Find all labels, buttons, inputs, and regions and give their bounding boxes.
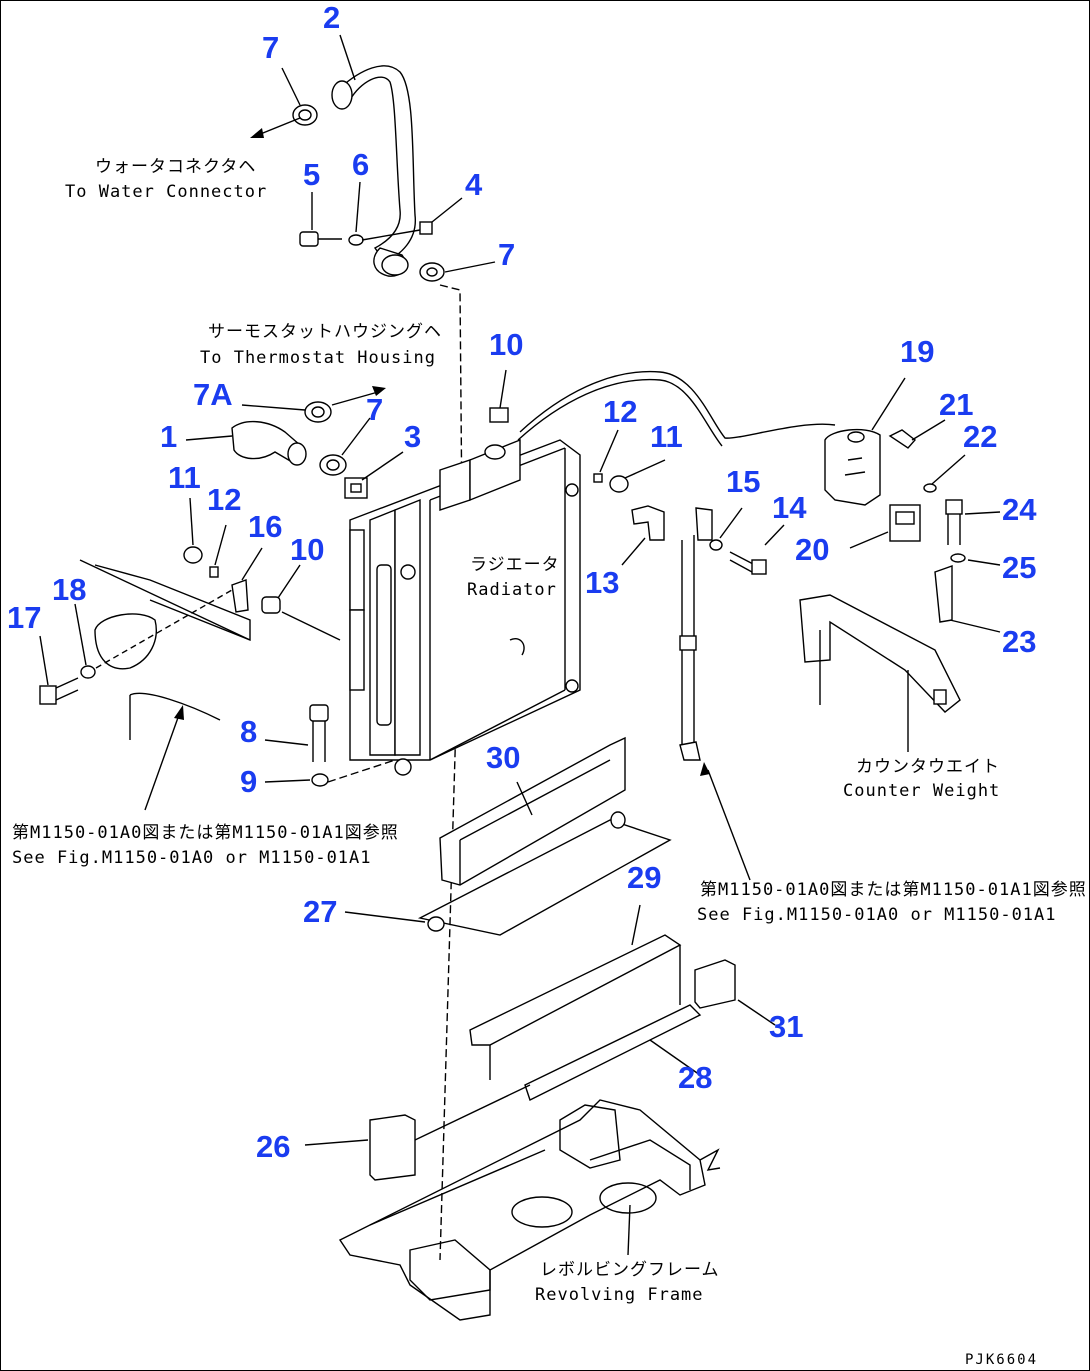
callout-15: 15 (726, 464, 760, 499)
callout-5: 5 (303, 157, 320, 192)
callout-18: 18 (52, 572, 86, 607)
callout-6: 6 (352, 147, 369, 182)
drawing-code: PJK6604 (965, 1352, 1038, 1368)
callout-10-left: 10 (290, 532, 324, 567)
callout-12-left: 12 (207, 482, 241, 517)
callout-16: 16 (248, 509, 282, 544)
label-seefig-right-en: See Fig.M1150-01A0 or M1150-01A1 (697, 905, 1057, 925)
nut-11-right (609, 475, 629, 493)
callout-14: 14 (772, 490, 807, 525)
callout-24: 24 (1002, 492, 1037, 527)
label-water-jp: ウォータコネクタヘ (95, 157, 256, 177)
reserve-tank-19 (824, 428, 881, 506)
bolt-10-left (261, 596, 281, 614)
bolt-10-top (489, 407, 509, 423)
bolt-14 (729, 551, 767, 575)
clamp-7A (304, 401, 332, 423)
callout-20: 20 (795, 532, 829, 567)
callout-7-thermo: 7 (366, 392, 383, 427)
callout-28: 28 (678, 1060, 712, 1095)
washer-15 (709, 539, 723, 551)
callout-10-top: 10 (489, 327, 523, 362)
counter-weight (799, 594, 961, 752)
lower-hose (231, 421, 307, 466)
callout-22: 22 (963, 419, 997, 454)
callout-1: 1 (160, 419, 177, 454)
callout-17: 17 (7, 600, 41, 635)
nut-4 (419, 221, 433, 235)
callout-8: 8 (240, 714, 257, 749)
block-31 (694, 959, 736, 1009)
callout-7-top: 7 (262, 30, 279, 65)
revolving-frame (338, 1099, 721, 1321)
bolt-5 (299, 231, 342, 247)
gasket-3 (344, 477, 368, 499)
label-thermo-en: To Thermostat Housing (200, 348, 436, 368)
label-seefig-right-jp: 第M1150-01A0図または第M1150-01A1図参照 (700, 880, 1087, 900)
callout-3: 3 (404, 419, 421, 454)
label-counter-en: Counter Weight (843, 781, 1000, 801)
label-seefig-left-en: See Fig.M1150-01A0 or M1150-01A1 (12, 848, 372, 868)
callout-12-right: 12 (603, 394, 637, 429)
seal-28 (469, 934, 702, 1101)
block-26 (369, 1114, 416, 1181)
callout-25: 25 (1002, 550, 1036, 585)
callout-23: 23 (1002, 624, 1036, 659)
clip-21 (888, 429, 917, 449)
stay-rod (679, 535, 701, 761)
bolt-8 (309, 704, 329, 762)
washer-12-left (209, 566, 219, 578)
frame-left-part (79, 559, 251, 740)
bracket-13 (631, 505, 713, 541)
callout-31: 31 (769, 1009, 803, 1044)
nut-11-left (183, 546, 203, 564)
callout-26: 26 (256, 1129, 290, 1164)
label-frame-en: Revolving Frame (535, 1285, 704, 1305)
bolt-17 (39, 677, 79, 705)
clamp-upper (292, 104, 318, 126)
callout-30: 30 (486, 740, 520, 775)
plate-27 (417, 811, 672, 936)
callout-11-right: 11 (650, 419, 683, 454)
callout-7A: 7A (193, 377, 233, 412)
washer-6 (348, 234, 364, 246)
callout-9: 9 (240, 764, 257, 799)
callout-4: 4 (465, 167, 483, 202)
callout-2: 2 (323, 0, 340, 35)
washer-18 (80, 665, 96, 679)
washer-22 (923, 483, 937, 493)
callout-21: 21 (939, 387, 973, 422)
callout-27: 27 (303, 894, 337, 929)
upper-hose (331, 65, 416, 277)
label-seefig-left-jp: 第M1150-01A0図または第M1150-01A1図参照 (12, 823, 399, 843)
label-radiator-en: Radiator (467, 580, 557, 600)
radiator-core (349, 438, 581, 776)
callout-7-mid: 7 (498, 237, 515, 272)
washer-9 (311, 773, 329, 787)
washer-25 (950, 553, 966, 563)
label-frame-jp: レボルビングフレーム (540, 1260, 720, 1280)
cover-30 (439, 736, 626, 886)
bracket-16 (231, 579, 249, 613)
label-counter-jp: カウンタウエイト (856, 757, 1000, 777)
label-radiator-jp: ラジエータ (470, 555, 560, 575)
callout-19: 19 (900, 334, 934, 369)
washer-12-right (593, 473, 603, 483)
clamp-lower (419, 262, 445, 282)
bracket-20 (889, 504, 921, 542)
callout-11-left: 11 (168, 460, 201, 495)
bolt-24 (945, 499, 963, 545)
label-thermo-jp: サーモスタットハウジングヘ (208, 322, 442, 342)
label-water-en: To Water Connector (65, 182, 267, 202)
overflow-tube (519, 370, 836, 439)
clamp-7 (319, 454, 347, 476)
callout-13: 13 (585, 565, 619, 600)
callout-29: 29 (627, 860, 661, 895)
